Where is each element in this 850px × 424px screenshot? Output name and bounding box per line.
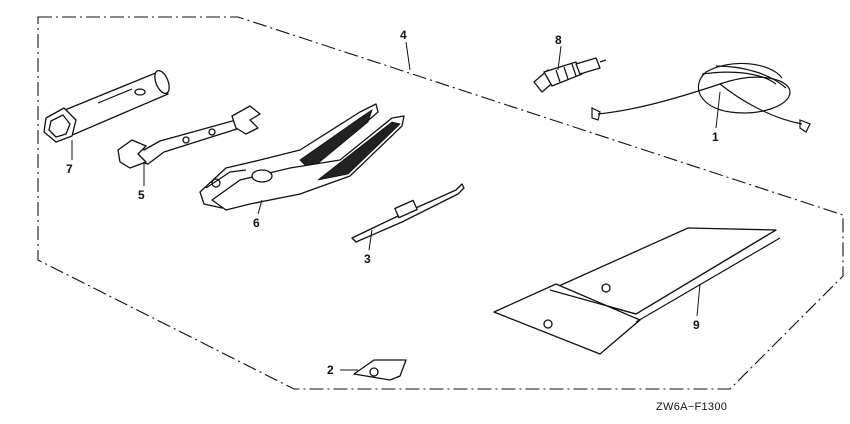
spark-plug-part	[533, 57, 607, 93]
callout-7: 7	[66, 162, 73, 176]
pliers-part	[199, 103, 405, 211]
tool-bag-part	[493, 227, 781, 355]
callout-8: 8	[555, 33, 562, 47]
callout-2: 2	[327, 363, 334, 377]
callout-5: 5	[138, 188, 145, 202]
starter-rope-part	[591, 62, 811, 133]
callout-1: 1	[712, 130, 719, 144]
clip-part	[353, 359, 407, 381]
callout-9: 9	[693, 318, 700, 332]
screwdriver-part	[351, 183, 465, 243]
kit-boundary-outline	[37, 16, 844, 390]
spanner-part	[117, 105, 261, 169]
box-wrench-part	[43, 69, 170, 143]
drawing-code: ZW6A−F1300	[656, 401, 727, 413]
callout-4: 4	[400, 28, 407, 42]
leader-lines	[71, 41, 721, 371]
callout-6: 6	[253, 216, 260, 230]
callout-3: 3	[364, 252, 371, 266]
